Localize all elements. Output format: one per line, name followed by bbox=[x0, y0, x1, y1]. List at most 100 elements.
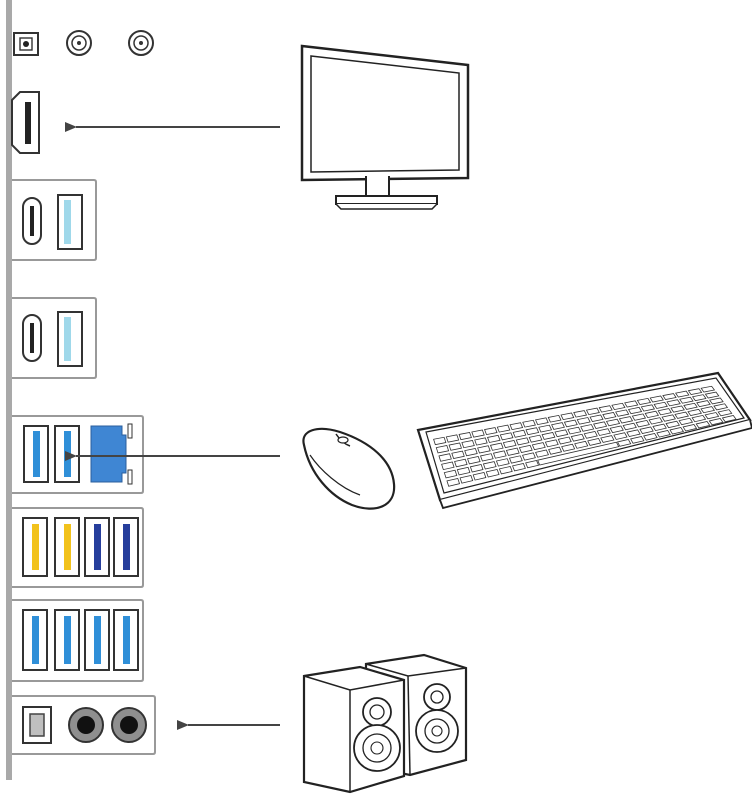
keyboard-spacebar bbox=[537, 441, 620, 466]
keyboard-key bbox=[589, 414, 604, 422]
keyboard-key bbox=[454, 458, 468, 468]
keyboard-key bbox=[652, 423, 667, 432]
keyboard-key bbox=[467, 455, 481, 465]
keyboard-key bbox=[613, 432, 628, 440]
keyboard-key bbox=[708, 418, 724, 426]
keyboard-key bbox=[649, 395, 664, 403]
keyboard-key bbox=[717, 409, 733, 417]
keyboard-key bbox=[596, 428, 611, 436]
keyboard-key bbox=[656, 430, 671, 438]
monitor-icon bbox=[300, 44, 470, 210]
keyboard-key bbox=[576, 417, 591, 425]
keyboard-key bbox=[636, 397, 652, 406]
keyboard-key bbox=[704, 412, 720, 420]
keyboard-key bbox=[691, 394, 707, 402]
keyboard-key bbox=[560, 412, 575, 421]
keyboard-key bbox=[674, 411, 690, 419]
usb-group-yellow-blue[interactable] bbox=[12, 507, 144, 588]
keyboard-key bbox=[631, 413, 647, 421]
keyboard-key bbox=[585, 407, 600, 416]
monitor bbox=[300, 44, 470, 210]
keyboard-key bbox=[451, 450, 465, 459]
keyboard-key bbox=[525, 459, 540, 469]
wifi-antenna-connector-1[interactable] bbox=[66, 30, 92, 56]
keyboard-key bbox=[605, 418, 621, 427]
keyboard-key bbox=[484, 427, 498, 436]
keyboard-key bbox=[459, 474, 474, 484]
keyboard-key bbox=[580, 424, 595, 432]
keyboard-key bbox=[496, 424, 511, 433]
keyboard-key bbox=[544, 439, 559, 448]
keyboard-key bbox=[464, 447, 478, 457]
keyboard-key bbox=[695, 421, 711, 429]
keyboard-key bbox=[446, 477, 461, 487]
keyboard-key bbox=[648, 417, 663, 425]
keyboard-key bbox=[598, 405, 613, 413]
keyboard-key bbox=[518, 444, 533, 453]
hdmi-port[interactable] bbox=[11, 91, 40, 154]
keyboard-key bbox=[561, 443, 576, 452]
keyboard-key bbox=[662, 393, 677, 401]
keyboard-key bbox=[627, 406, 643, 415]
keyboard-key bbox=[696, 400, 711, 408]
keyboard-key bbox=[461, 439, 475, 449]
keyboard-key bbox=[611, 402, 626, 411]
keyboard-key bbox=[509, 422, 524, 431]
keyboard-key bbox=[574, 440, 589, 449]
keyboard-key bbox=[486, 434, 501, 443]
bios-flashback-button[interactable] bbox=[13, 32, 39, 56]
keyboard-key bbox=[458, 431, 472, 441]
keyboard-key bbox=[456, 466, 471, 476]
keyboard bbox=[416, 371, 752, 510]
keyboard-key bbox=[679, 396, 694, 404]
speakers-icon bbox=[302, 653, 468, 794]
keyboard-key bbox=[531, 442, 546, 451]
keyboard-key bbox=[700, 406, 716, 414]
keyboard-key bbox=[609, 425, 624, 434]
audio-group[interactable] bbox=[12, 695, 156, 755]
keyboard-key bbox=[635, 419, 650, 428]
keyboard-key bbox=[512, 462, 526, 472]
keyboard-key bbox=[700, 385, 716, 393]
keyboard-key bbox=[626, 429, 641, 437]
usb-group-blue[interactable] bbox=[12, 599, 144, 682]
keyboard-key bbox=[515, 437, 530, 446]
wifi-antenna-connector-2[interactable] bbox=[128, 30, 154, 56]
keyboard-key bbox=[557, 436, 572, 445]
keyboard-key bbox=[505, 447, 520, 456]
keyboard-key bbox=[704, 391, 720, 399]
keyboard-key bbox=[508, 455, 523, 464]
usb-c-and-usb-a-group-1[interactable] bbox=[12, 179, 97, 261]
keyboard-key bbox=[502, 440, 517, 449]
usb-c-and-usb-a-group-2[interactable] bbox=[12, 297, 97, 379]
keyboard-key bbox=[522, 452, 536, 461]
keyboard-key bbox=[639, 426, 654, 435]
keyboard-key bbox=[675, 390, 690, 398]
keyboard-key bbox=[687, 388, 703, 396]
keyboard-key bbox=[477, 445, 491, 454]
keyboard-key bbox=[587, 438, 602, 446]
keyboard-key bbox=[441, 461, 455, 471]
keyboard-key bbox=[534, 417, 549, 426]
keyboard-key bbox=[657, 408, 672, 416]
keyboard-key bbox=[709, 397, 724, 405]
keyboard-key bbox=[670, 405, 685, 413]
keyboard-key bbox=[474, 437, 488, 446]
keyboard-key bbox=[570, 433, 585, 442]
usb-and-lan-group[interactable] bbox=[12, 415, 144, 494]
keyboard-key bbox=[593, 421, 608, 429]
keyboard-key bbox=[438, 453, 452, 462]
keyboard-key bbox=[644, 410, 660, 419]
keyboard-key bbox=[499, 432, 514, 441]
keyboard-key bbox=[443, 469, 458, 479]
keyboard-key bbox=[567, 426, 582, 435]
keyboard-key bbox=[691, 414, 707, 423]
mouse-icon bbox=[302, 427, 396, 510]
keyboard-key bbox=[622, 422, 637, 431]
keyboard-key bbox=[435, 445, 450, 454]
keyboard-key bbox=[678, 417, 694, 426]
keyboard-key bbox=[602, 412, 617, 420]
keyboard-key bbox=[448, 442, 462, 451]
keyboard-key bbox=[563, 419, 578, 428]
